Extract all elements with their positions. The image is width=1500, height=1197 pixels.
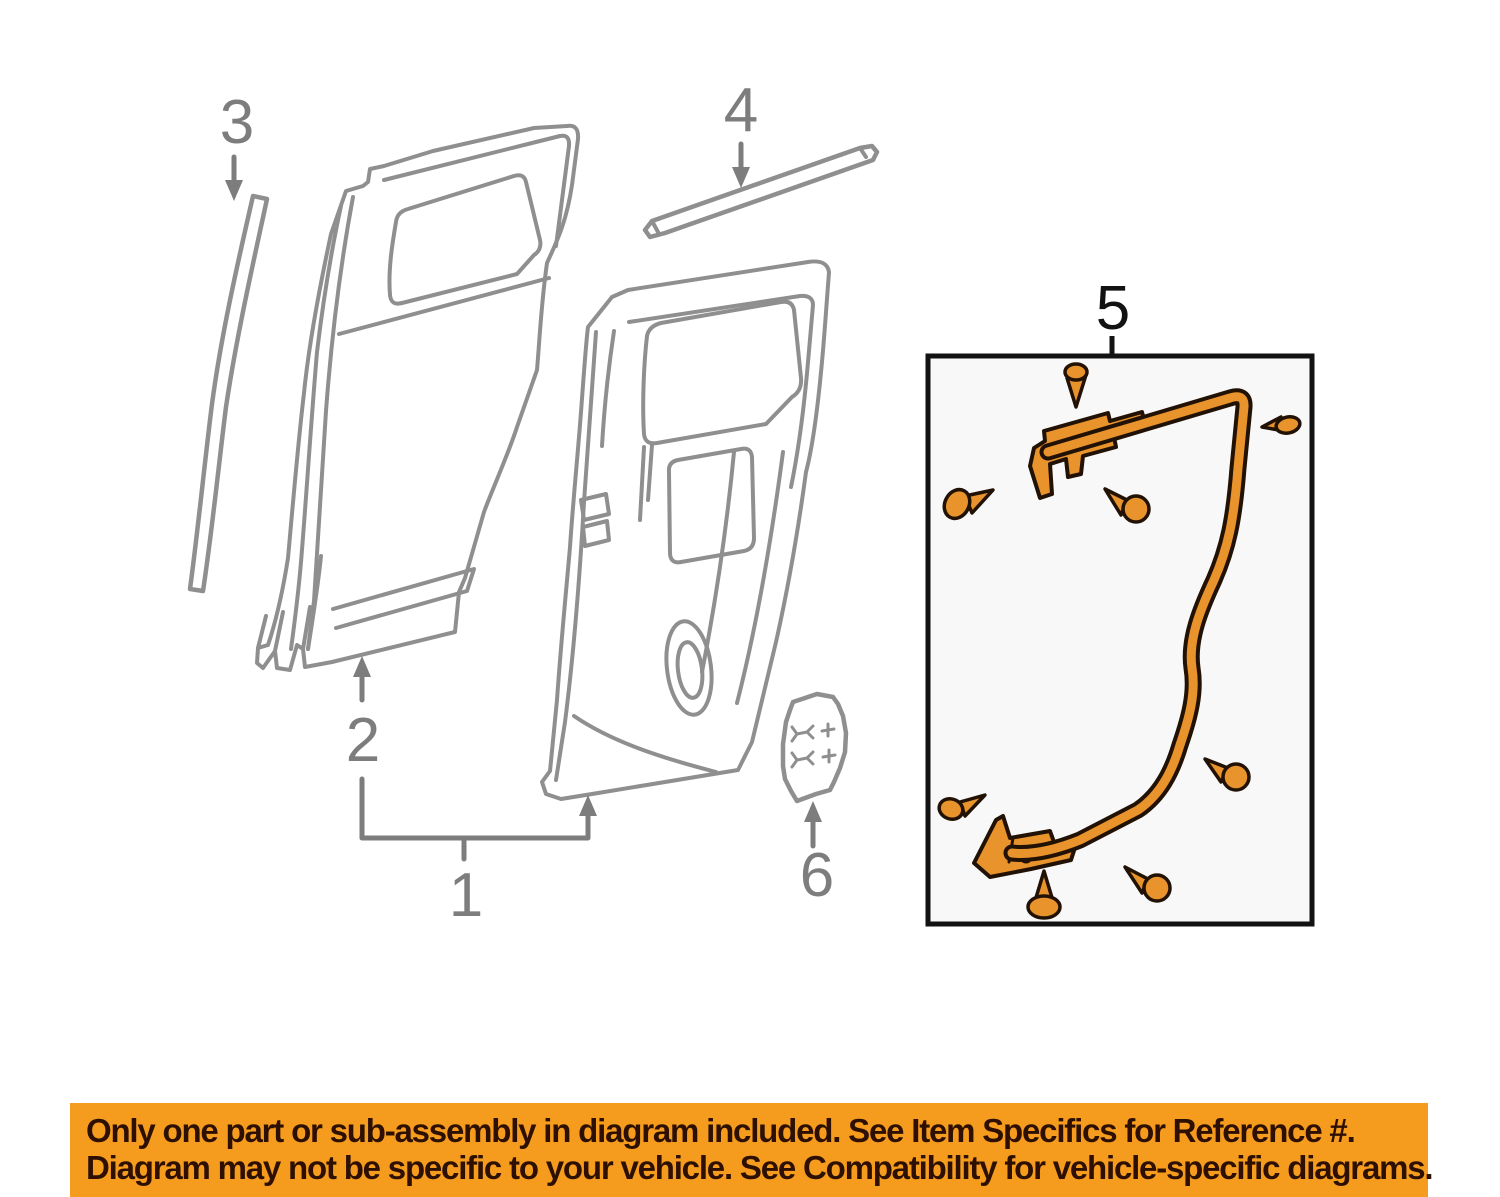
door-inner-cutout	[666, 446, 756, 565]
callout-2-arrowhead	[353, 656, 371, 677]
door-inner-panel-drawing	[540, 259, 831, 801]
door-inner-handle-oval	[664, 619, 714, 717]
sealing-pad-outline	[780, 691, 849, 804]
callout-6-arrowhead	[804, 801, 822, 822]
callout-6: 6	[800, 801, 834, 910]
push-clip	[1026, 869, 1062, 920]
callout-label-2: 2	[346, 706, 380, 775]
callout-1-bracket	[359, 776, 591, 841]
push-clip	[942, 487, 995, 521]
door-outer-panel-drawing	[255, 123, 581, 672]
callout-2: 2	[346, 656, 380, 775]
push-clip	[1103, 487, 1151, 524]
callout-3-arrowhead	[225, 180, 243, 201]
callout-label-4: 4	[724, 76, 758, 145]
callout-3: 3	[220, 88, 254, 201]
push-clip	[1063, 362, 1089, 409]
parts-diagram: 3 2 4	[187, 76, 1315, 930]
disclaimer-banner: Only one part or sub-assembly in diagram…	[70, 1103, 1434, 1197]
callout-label-6: 6	[800, 841, 834, 910]
door-inner-outline	[540, 259, 831, 801]
push-clip	[1203, 757, 1251, 792]
disclaimer-line-1: Only one part or sub-assembly in diagram…	[86, 1112, 1356, 1149]
sealing-pad-drawing	[780, 691, 849, 804]
door-outer-window-opening	[387, 173, 543, 306]
callout-4-arrowhead	[732, 167, 750, 188]
push-clip	[937, 793, 987, 821]
push-clip	[1260, 415, 1302, 435]
belt-molding-drawing	[642, 143, 880, 240]
glass-run-channel	[1007, 392, 1249, 858]
highlight-box-group: 5	[925, 274, 1315, 927]
door-inner-window-opening	[641, 299, 804, 446]
callout-1-arrowhead	[579, 795, 597, 816]
callout-4: 4	[724, 76, 758, 188]
door-outer-beltline	[337, 276, 551, 336]
callout-label-1: 1	[449, 861, 483, 930]
disclaimer-line-2: Diagram may not be specific to your vehi…	[86, 1149, 1434, 1186]
callout-1: 1	[359, 776, 597, 930]
callout-label-5: 5	[1096, 274, 1130, 343]
weatherstrip-strip-drawing	[187, 193, 270, 594]
callout-label-3: 3	[220, 88, 254, 157]
push-clip	[1123, 865, 1172, 903]
